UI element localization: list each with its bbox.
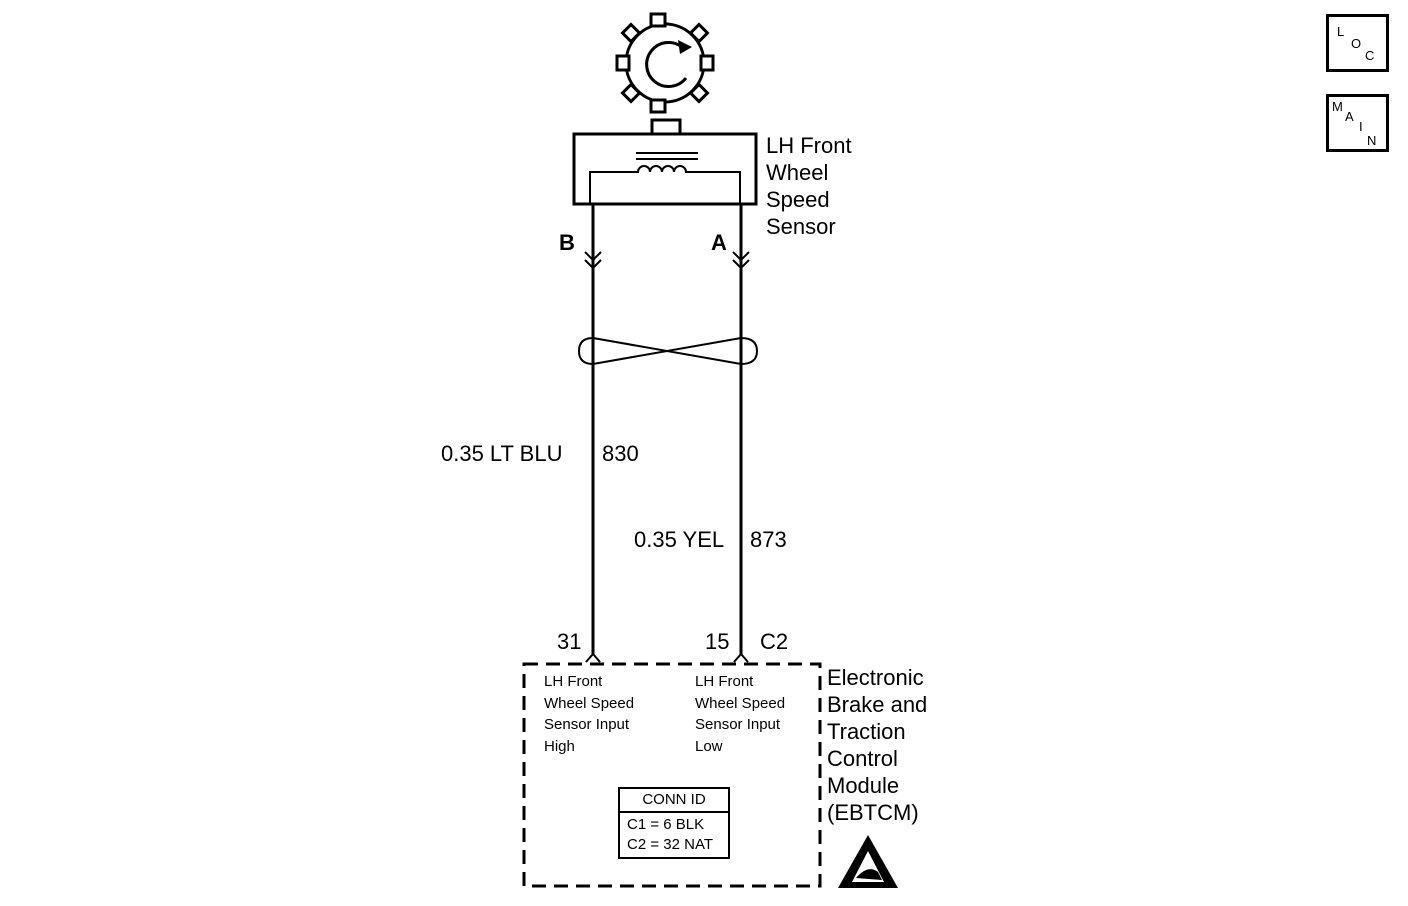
wire-873-gauge: 0.35 YEL — [634, 527, 725, 552]
main-letter-1: M — [1332, 99, 1343, 114]
loc-button[interactable]: L O C — [1326, 14, 1389, 72]
main-letter-3: I — [1359, 119, 1363, 134]
input-high-label: LH Front Wheel Speed Sensor Input High — [544, 673, 635, 755]
conn-id-c2: C2 = 32 NAT — [627, 836, 714, 853]
wire-lines — [577, 204, 759, 663]
loc-letter-2: O — [1351, 36, 1362, 51]
connector-c2-label: C2 — [760, 629, 789, 654]
loc-letter-3: C — [1365, 48, 1375, 63]
pin-a-label: A — [711, 230, 727, 255]
main-button[interactable]: M A I N — [1326, 94, 1389, 152]
pin-15-label: 15 — [705, 629, 730, 654]
sensor-label: LH Front Wheel Speed Sensor — [766, 133, 852, 239]
wire-830-circuit: 830 — [602, 441, 639, 466]
conn-id-c1: C1 = 6 BLK — [627, 816, 705, 833]
sensor-housing — [572, 118, 758, 206]
pin-31-label: 31 — [557, 629, 582, 654]
wire-873-circuit: 873 — [750, 527, 787, 552]
tone-wheel-icon — [615, 12, 715, 114]
module-label: Electronic Brake and Traction Control Mo… — [827, 665, 928, 825]
ebtcm-module-box — [522, 662, 822, 888]
main-letter-2: A — [1345, 109, 1354, 124]
wire-830-gauge: 0.35 LT BLU — [441, 441, 563, 466]
esd-warning-icon — [838, 835, 898, 888]
conn-id-title: CONN ID — [620, 789, 728, 813]
pin-b-label: B — [559, 230, 575, 255]
input-low-label: LH Front Wheel Speed Sensor Input Low — [695, 673, 786, 755]
conn-id-body: C1 = 6 BLK C2 = 32 NAT — [620, 813, 728, 855]
main-letter-4: N — [1367, 133, 1377, 148]
conn-id-table: CONN ID C1 = 6 BLK C2 = 32 NAT — [618, 787, 730, 859]
loc-letter-1: L — [1337, 24, 1345, 39]
